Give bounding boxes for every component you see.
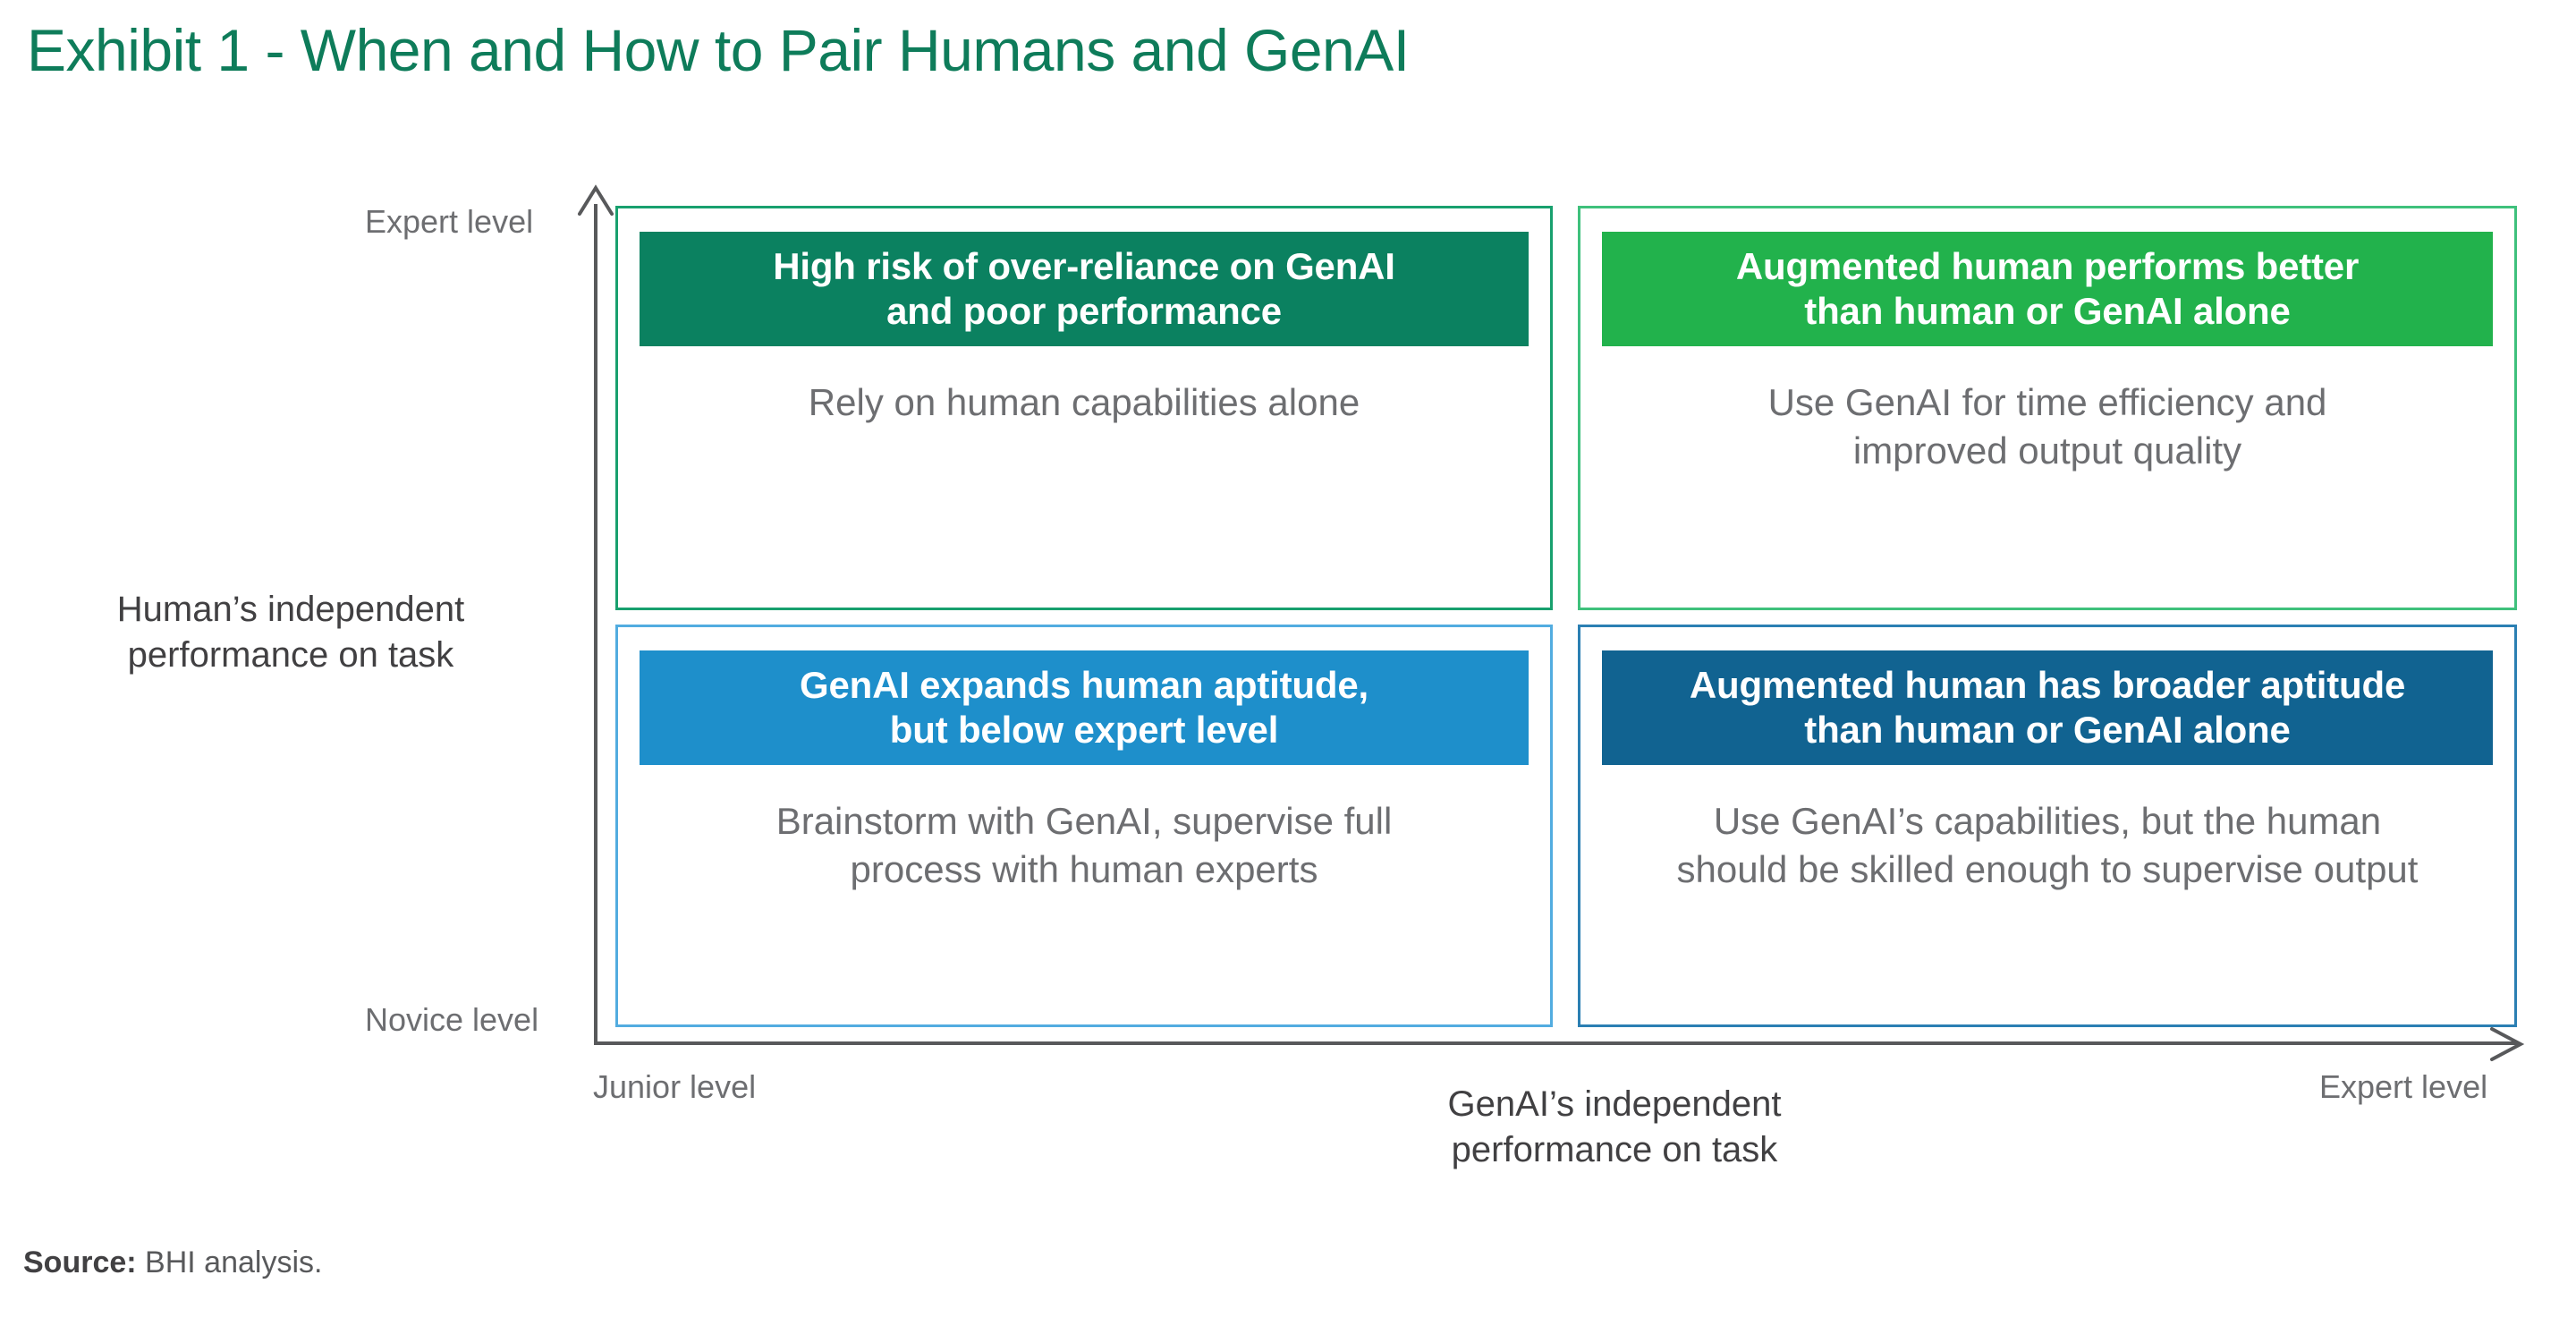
- quadrant-bottom-right: Augmented human has broader aptitude tha…: [1578, 625, 2517, 1027]
- x-axis-title: GenAI’s independent performance on task: [1447, 1084, 1782, 1170]
- x-axis-arrow-icon: [2487, 1026, 2526, 1062]
- quadrant-bottom-right-body: Use GenAI’s capabilities, but the human …: [1676, 800, 2419, 890]
- quadrant-bottom-right-header: Augmented human has broader aptitude tha…: [1602, 650, 2493, 765]
- source-label: Source:: [23, 1245, 137, 1279]
- y-axis-bottom-tick-label: Novice level: [365, 1001, 539, 1038]
- y-axis-title: Human’s independent performance on task: [116, 590, 465, 676]
- page-title: Exhibit 1 - When and How to Pair Humans …: [27, 17, 1410, 83]
- y-axis-arrow-icon: [577, 184, 614, 217]
- source-text: BHI analysis.: [145, 1245, 323, 1279]
- quadrant-top-left-header: High risk of over-reliance on GenAI and …: [640, 232, 1529, 346]
- source-note: Source: BHI analysis.: [23, 1245, 322, 1280]
- y-axis-line: [594, 204, 597, 1045]
- quadrant-top-left-body: Rely on human capabilities alone: [808, 381, 1360, 423]
- quadrant-top-right-body: Use GenAI for time efficiency and improv…: [1767, 381, 2327, 472]
- x-axis-right-tick-label: Expert level: [2319, 1068, 2488, 1105]
- quadrant-bottom-left: GenAI expands human aptitude, but below …: [615, 625, 1553, 1027]
- quadrant-bottom-left-header: GenAI expands human aptitude, but below …: [640, 650, 1529, 765]
- quadrant-top-right: Augmented human performs better than hum…: [1578, 206, 2517, 610]
- x-axis-left-tick-label: Junior level: [593, 1068, 757, 1105]
- y-axis-top-tick-label: Expert level: [365, 203, 534, 240]
- x-axis-line: [594, 1041, 2517, 1045]
- quadrant-top-left: High risk of over-reliance on GenAI and …: [615, 206, 1553, 610]
- quadrant-top-right-header: Augmented human performs better than hum…: [1602, 232, 2493, 346]
- quadrant-bottom-left-body: Brainstorm with GenAI, supervise full pr…: [775, 800, 1393, 890]
